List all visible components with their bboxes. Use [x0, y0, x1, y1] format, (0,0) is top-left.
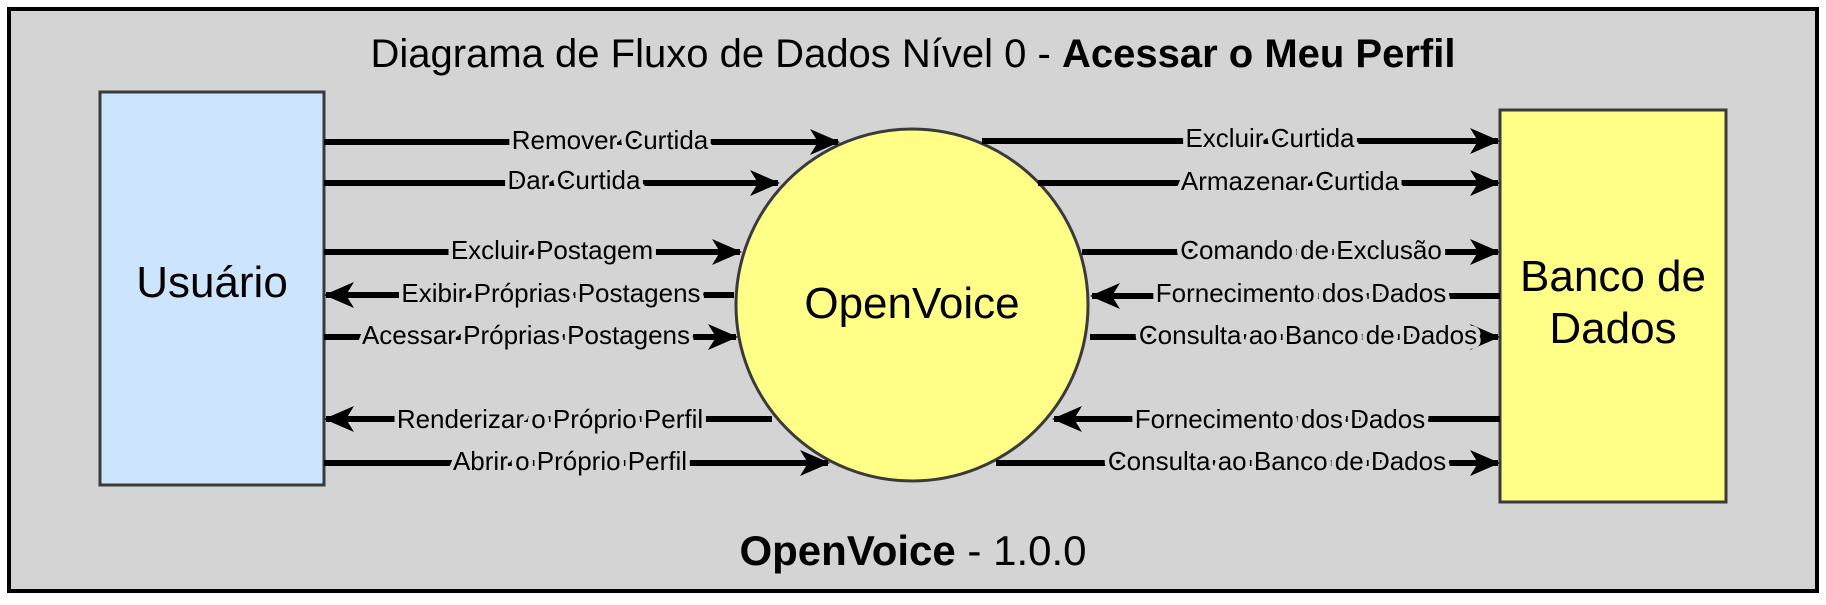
flow-label-consulta-2: Consulta ao Banco de Dados — [1108, 446, 1446, 476]
title-emphasis: Acessar o Meu Perfil — [1062, 32, 1456, 76]
process-circle — [734, 127, 1090, 483]
flow-label-acessar-postagens: Acessar Próprias Postagens — [362, 320, 690, 350]
user-entity-box — [98, 90, 326, 487]
flow-label-dar-curtida: Dar Curtida — [508, 165, 641, 195]
footer-version-number: - 1.0.0 — [956, 527, 1087, 574]
flow-label-fornecimento-2: Fornecimento dos Dados — [1135, 404, 1425, 434]
process-label: OpenVoice — [804, 279, 1019, 328]
user-entity-label: Usuário — [136, 258, 288, 307]
flow-label-excluir-postagem: Excluir Postagem — [451, 235, 653, 265]
database-label-line1: Banco de — [1520, 252, 1706, 301]
flow-label-remover-curtida: Remover Curtida — [512, 125, 709, 155]
database-entity-box — [1498, 108, 1728, 504]
title-prefix: Diagrama de Fluxo de Dados Nível 0 - — [371, 32, 1062, 76]
flow-label-consulta-1: Consulta ao Banco de Dados — [1139, 320, 1477, 350]
flow-label-armazenar-curtida: Armazenar Curtida — [1181, 166, 1400, 196]
flow-label-renderizar-perfil: Renderizar o Próprio Perfil — [397, 404, 703, 434]
flow-label-fornecimento-1: Fornecimento dos Dados — [1156, 278, 1446, 308]
flow-label-abrir-perfil: Abrir o Próprio Perfil — [453, 446, 687, 476]
diagram-title: Diagrama de Fluxo de Dados Nível 0 - Ace… — [371, 32, 1456, 76]
database-label-line2: Dados — [1549, 304, 1676, 353]
flow-label-excluir-curtida: Excluir Curtida — [1185, 123, 1355, 153]
footer-version: OpenVoice - 1.0.0 — [739, 527, 1086, 574]
footer-name: OpenVoice — [739, 527, 955, 574]
flow-label-exibir-postagens: Exibir Próprias Postagens — [401, 278, 700, 308]
flow-label-comando-exclusao: Comando de Exclusão — [1180, 235, 1442, 265]
